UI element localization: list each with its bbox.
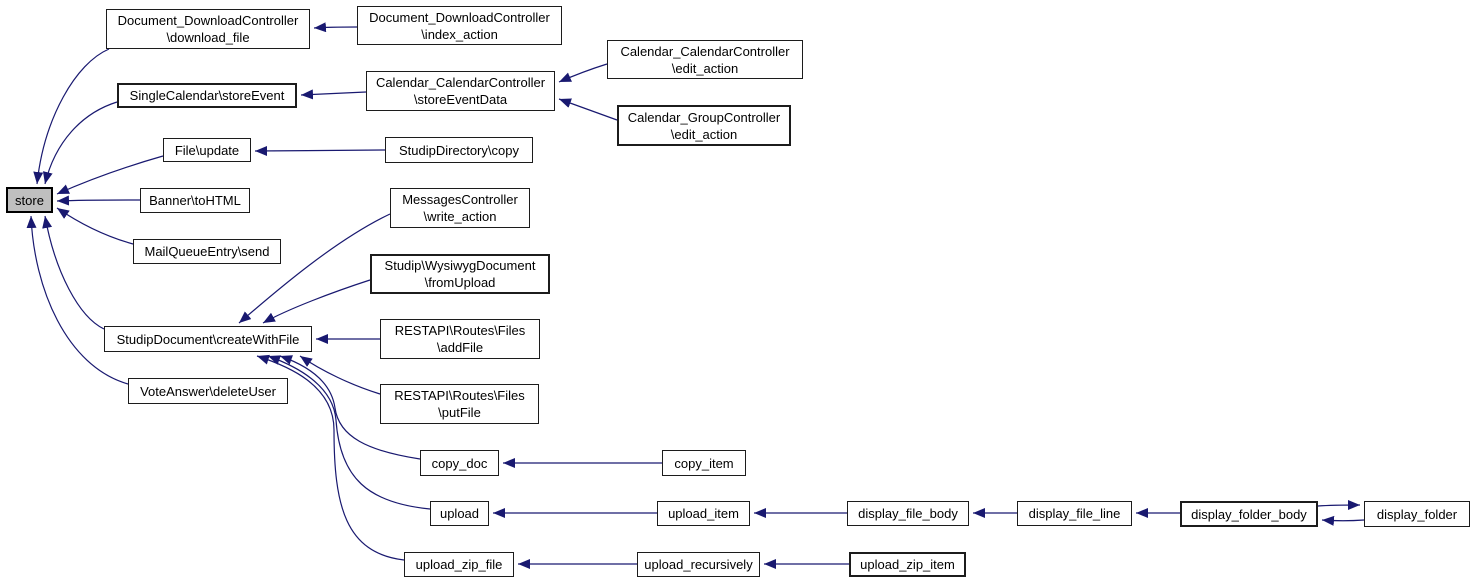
node-label: store: [15, 192, 44, 208]
node-label: Document_DownloadController: [117, 13, 299, 28]
node-upload_zip_file[interactable]: upload_zip_file: [404, 552, 514, 577]
node-label: \addFile: [436, 340, 484, 355]
node-label: upload_recursively: [644, 557, 753, 572]
edge-mail_send-to-store: [56, 207, 134, 245]
node-label: upload_zip_file: [415, 557, 503, 572]
node-label: MessagesController: [402, 192, 518, 207]
node-storeEventData[interactable]: Calendar_CalendarController \storeEventDa…: [366, 71, 555, 111]
node-write_action[interactable]: MessagesController \write_action: [390, 188, 530, 228]
node-label: \fromUpload: [424, 275, 496, 290]
edge-grp_edit_action-to-storeEventData: [558, 98, 618, 121]
node-label: \download_file: [166, 30, 250, 45]
node-label: upload: [439, 506, 480, 521]
node-fromUpload[interactable]: Studip\WysiwygDocument \fromUpload: [370, 254, 550, 294]
node-label: display_file_line: [1028, 506, 1121, 521]
edge-banner_toHTML-to-store: [56, 195, 141, 206]
node-label: Studip\WysiwygDocument: [384, 258, 536, 273]
node-file_update[interactable]: File\update: [163, 138, 251, 162]
edge-dir_copy-to-file_update: [254, 145, 386, 156]
node-store: store: [6, 187, 53, 213]
node-upload_recursively[interactable]: upload_recursively: [637, 552, 760, 577]
edge-write_action-to-createWithFile: [238, 213, 391, 324]
node-label: \putFile: [438, 405, 481, 420]
node-label: StudipDocument\createWithFile: [116, 331, 300, 347]
node-label: upload_item: [668, 506, 739, 521]
node-upload_item[interactable]: upload_item: [657, 501, 750, 526]
node-addFile[interactable]: RESTAPI\Routes\Files \addFile: [380, 319, 540, 359]
edge-display_folder_body-to-display_folder: [1317, 500, 1361, 511]
edge-upload_zip_file-to-createWithFile: [256, 354, 405, 561]
edge-display_folder-to-display_folder_body: [1321, 515, 1365, 526]
node-label: \edit_action: [670, 126, 738, 142]
node-label: StudipDirectory\copy: [399, 142, 519, 158]
node-label: Calendar_CalendarController: [375, 75, 546, 90]
node-label: Document_DownloadController: [369, 9, 550, 25]
node-label: File\update: [174, 142, 240, 158]
edge-deleteUser-to-store: [26, 215, 129, 385]
node-label: \storeEventData: [413, 92, 508, 107]
edge-storeEventData-to-storeEvent: [300, 89, 367, 100]
node-display_folder_body[interactable]: display_folder_body: [1180, 501, 1318, 527]
edge-createWithFile-to-store: [42, 215, 105, 330]
edge-upload-to-createWithFile: [267, 355, 431, 510]
node-download_file[interactable]: Document_DownloadController \download_fil…: [106, 9, 310, 49]
node-label: RESTAPI\Routes\Files: [394, 388, 525, 403]
node-display_file_body[interactable]: display_file_body: [847, 501, 969, 526]
node-label: copy_item: [674, 455, 734, 471]
node-label: SingleCalendar\storeEvent: [129, 88, 285, 103]
node-copy_doc[interactable]: copy_doc: [420, 450, 499, 476]
node-banner_toHTML[interactable]: Banner\toHTML: [140, 188, 250, 213]
node-label: copy_doc: [431, 455, 488, 471]
node-label: \edit_action: [671, 60, 739, 76]
node-mail_send[interactable]: MailQueueEntry\send: [133, 239, 281, 264]
node-upload_zip_item[interactable]: upload_zip_item: [849, 552, 966, 577]
node-display_file_line[interactable]: display_file_line: [1017, 501, 1132, 526]
node-label: Calendar_GroupController: [627, 109, 781, 125]
node-upload[interactable]: upload: [430, 501, 489, 526]
node-grp_edit_action[interactable]: Calendar_GroupController\edit_action: [617, 105, 791, 146]
node-label: upload_zip_item: [860, 557, 955, 572]
node-label: \write_action: [423, 209, 497, 224]
edge-copy_doc-to-createWithFile: [279, 355, 421, 460]
edge-cal_edit_action-to-storeEventData: [558, 63, 608, 83]
node-label: display_file_body: [858, 506, 958, 521]
node-label: RESTAPI\Routes\Files: [394, 323, 526, 338]
node-label: \index_action: [421, 26, 498, 42]
edge-file_update-to-store: [56, 155, 164, 195]
node-label: MailQueueEntry\send: [144, 244, 270, 259]
node-label: Banner\toHTML: [149, 193, 241, 208]
node-putFile[interactable]: RESTAPI\Routes\Files \putFile: [380, 384, 539, 424]
node-deleteUser[interactable]: VoteAnswer\deleteUser: [128, 378, 288, 404]
node-dir_copy[interactable]: StudipDirectory\copy: [385, 137, 533, 163]
edge-download_file-to-store: [33, 48, 110, 185]
node-label: display_folder_body: [1191, 506, 1307, 522]
node-label: Calendar_CalendarController: [620, 43, 790, 59]
node-label: VoteAnswer\deleteUser: [140, 383, 276, 399]
edge-fromUpload-to-createWithFile: [262, 279, 371, 324]
node-copy_item[interactable]: copy_item: [662, 450, 746, 476]
node-label: display_folder: [1376, 506, 1458, 522]
edge-storeEvent-to-store: [42, 101, 118, 185]
node-cal_edit_action[interactable]: Calendar_CalendarController\edit_action: [607, 40, 803, 79]
edge-index_action-to-download_file: [313, 22, 358, 33]
node-createWithFile[interactable]: StudipDocument\createWithFile: [104, 326, 312, 352]
node-index_action[interactable]: Document_DownloadController\index_action: [357, 6, 562, 45]
node-storeEvent[interactable]: SingleCalendar\storeEvent: [117, 83, 297, 108]
edge-putFile-to-createWithFile: [299, 355, 381, 395]
node-display_folder[interactable]: display_folder: [1364, 501, 1470, 527]
